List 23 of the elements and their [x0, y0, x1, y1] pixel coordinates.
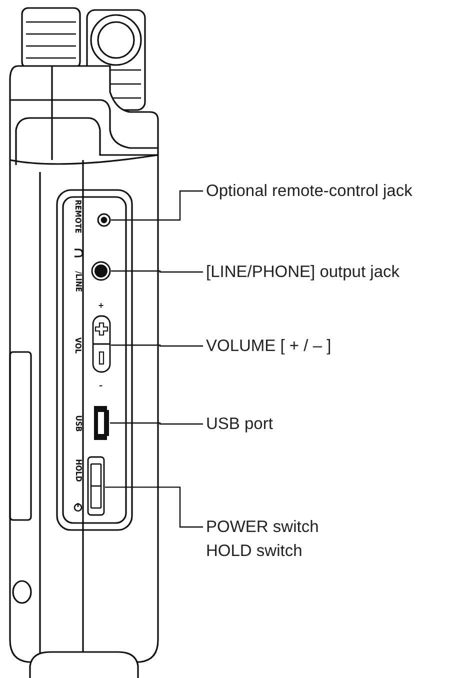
panel-marking: /LINE: [73, 270, 82, 292]
leader-line: [110, 422, 203, 425]
leader-line: [105, 486, 203, 528]
usb-port: [93, 405, 110, 441]
leader-line: [111, 270, 203, 273]
callout-label: [LINE/PHONE] output jack: [206, 262, 400, 283]
panel-marking: REMOTE: [73, 199, 82, 233]
leader-line: [111, 190, 203, 221]
leader-line: [111, 344, 203, 347]
panel-marking: HOLD: [73, 458, 82, 482]
callout-label: USB port: [206, 414, 273, 435]
panel-marking: USB: [73, 414, 82, 432]
headphone-jack: [91, 261, 111, 281]
volume-rocker: [92, 315, 111, 373]
remote-jack: [97, 213, 111, 227]
panel-marking: –: [99, 380, 103, 390]
panel-marking: VOL: [74, 336, 83, 354]
callout-label: POWER switch: [206, 517, 319, 538]
panel-marking: +: [98, 300, 104, 310]
callout-label: Optional remote-control jack: [206, 181, 412, 202]
slide-switch: [87, 456, 105, 516]
callout-label: HOLD switch: [206, 541, 304, 562]
callout-label: VOLUME [ + / – ]: [206, 336, 332, 357]
